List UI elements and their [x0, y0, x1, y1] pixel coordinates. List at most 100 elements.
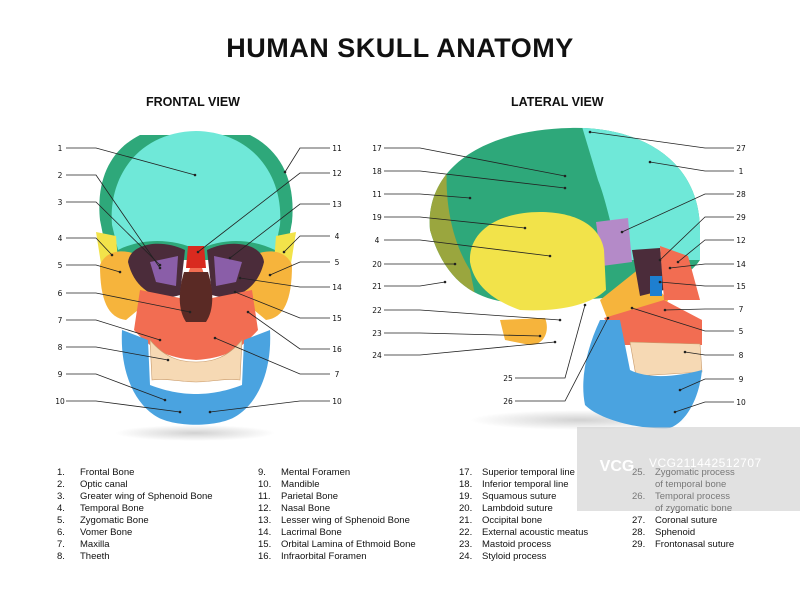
callout-line: [66, 373, 166, 401]
legend-text: Infraorbital Foramen: [281, 551, 367, 562]
legend-text: Lambdoid suture: [482, 503, 553, 514]
legend-item: 11.Parietal Bone: [258, 491, 416, 503]
legend-number: 20.: [459, 503, 473, 514]
callout-label: 13: [332, 200, 342, 209]
legend-text: Squamous suture: [482, 491, 557, 502]
callout-line: [384, 309, 561, 321]
callout-label: 12: [332, 169, 342, 178]
frontal-nasal-cavity: [179, 272, 213, 322]
callout-dot: [583, 303, 587, 307]
callout-dot: [548, 254, 552, 258]
callout-label: 22: [372, 306, 382, 315]
legend-text: Zygomatic Bone: [80, 515, 149, 526]
legend-number: 13.: [258, 515, 272, 526]
callout-dot: [196, 250, 200, 254]
callout-line: [664, 308, 734, 311]
frontal-teeth: [149, 339, 243, 383]
callout-line: [66, 174, 161, 269]
callout-dot: [166, 358, 170, 362]
page-title: HUMAN SKULL ANATOMY: [226, 33, 574, 63]
legend-text: Vomer Bone: [80, 527, 133, 538]
legend-number: 19.: [459, 491, 473, 502]
callout-dot: [213, 336, 217, 340]
callout-dot: [228, 256, 232, 260]
callout-label: 1: [58, 144, 63, 153]
callout-dot: [283, 170, 287, 174]
legend-item: 29.Frontonasal suture: [632, 539, 735, 551]
legend-item: 17.Superior temporal line: [459, 467, 588, 479]
legend-text: Occipital bone: [482, 515, 543, 526]
lateral-view-title: LATERAL VIEW: [511, 95, 604, 109]
callout-line: [384, 332, 541, 337]
frontal-sphenoid-right: [214, 256, 242, 286]
callout-line: [269, 261, 330, 276]
legend-text: Nasal Bone: [281, 503, 331, 514]
callout-label: 4: [335, 232, 340, 241]
callout-line: [209, 400, 330, 413]
callout-dot: [668, 266, 672, 270]
callout-line: [659, 216, 734, 261]
legend-number: 23.: [459, 539, 473, 550]
legend-text: Sphenoid: [655, 527, 696, 538]
callout-dot: [648, 160, 652, 164]
callout-line: [66, 201, 161, 266]
callout-dot: [523, 226, 527, 230]
lateral-skull: [429, 127, 703, 430]
callout-line: [66, 292, 191, 313]
callout-label: 16: [332, 345, 342, 354]
legend-item: 13.Lesser wing of Sphenoid Bone: [258, 515, 416, 527]
callout-line: [214, 337, 330, 375]
callout-line: [384, 281, 446, 287]
callout-dot: [238, 276, 242, 280]
callout-line: [631, 307, 734, 332]
legend-text: Greater wing of Sphenoid Bone: [80, 491, 213, 502]
callout-label: 7: [739, 305, 744, 314]
legend-number: 15.: [258, 539, 272, 550]
watermark-text: VCG211442512707: [649, 456, 762, 470]
callout-label: 26: [503, 397, 513, 406]
callout-line: [674, 401, 734, 413]
lateral-teeth: [629, 341, 703, 377]
callout-line: [239, 277, 330, 288]
legend-item: 12.Nasal Bone: [258, 503, 416, 515]
legend-number: 27.: [632, 515, 646, 526]
callout-label: 9: [739, 375, 744, 384]
legend-number: 16.: [258, 551, 272, 562]
callout-dot: [663, 308, 667, 312]
callout-dot: [678, 388, 682, 392]
callout-dot: [658, 280, 662, 284]
legend-number: 24.: [459, 551, 473, 562]
legend-text: Superior temporal line: [482, 467, 575, 478]
legend-item: 23.Mastoid process: [459, 539, 588, 551]
legend-item: 18.Inferior temporal line: [459, 479, 588, 491]
legend-number: 9.: [258, 467, 266, 478]
legend-item: 28.Sphenoid: [632, 527, 735, 539]
callout-line: [229, 203, 330, 259]
lateral-mastoid: [500, 318, 547, 345]
legend-number: 3.: [57, 491, 65, 502]
callout-dot: [658, 258, 662, 262]
watermark-logo: VCG: [599, 458, 635, 475]
legend-item: 24.Styloid process: [459, 551, 588, 563]
legend-text: Inferior temporal line: [482, 479, 569, 490]
legend-text: Mandible: [281, 479, 320, 490]
legend-item: 4.Temporal Bone: [57, 503, 213, 515]
callout-label: 10: [55, 397, 65, 406]
callout-label: 18: [372, 167, 382, 176]
legend-text: Frontonasal suture: [655, 539, 735, 550]
legend-text: Temporal Bone: [80, 503, 144, 514]
callout-line: [384, 216, 526, 229]
legend-number: 8.: [57, 551, 65, 562]
callout-label: 8: [739, 351, 744, 360]
callout-label: 4: [58, 234, 63, 243]
legend-text: Lacrimal Bone: [281, 527, 342, 538]
callout-line: [677, 239, 734, 263]
legend-item: 21.Occipital bone: [459, 515, 588, 527]
legend-item: 2.Optic canal: [57, 479, 213, 491]
callout-line: [515, 317, 609, 402]
callout-dot: [246, 310, 250, 314]
legend-item: 10.Mandible: [258, 479, 416, 491]
legend-item: 6.Vomer Bone: [57, 527, 213, 539]
legend-number: 1.: [57, 467, 65, 478]
frontal-shadow: [115, 425, 275, 441]
